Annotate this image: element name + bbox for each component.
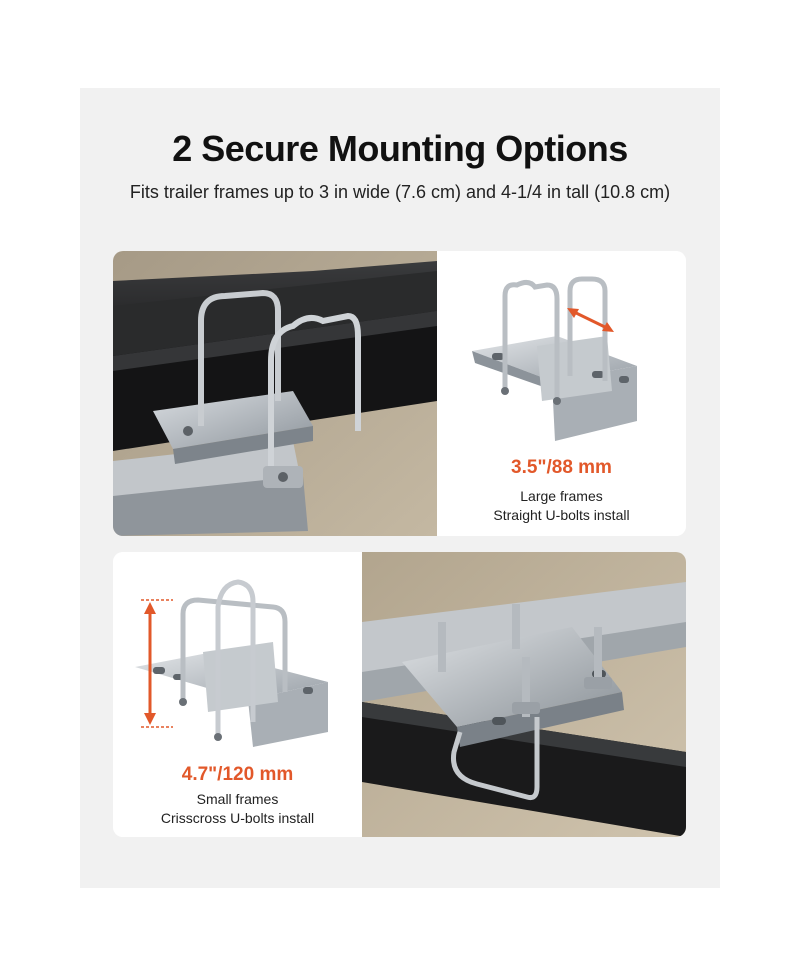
diagram-crisscross-ubolts: 4.7"/120 mm Small frames Crisscross U-bo… xyxy=(113,552,362,837)
diagram-straight-ubolts: 3.5"/88 mm Large frames Straight U-bolts… xyxy=(437,251,686,536)
measurement-small: 4.7"/120 mm xyxy=(181,764,294,785)
mounting-option-large-frames: 3.5"/88 mm Large frames Straight U-bolts… xyxy=(113,251,686,536)
mounting-option-small-frames: 4.7"/120 mm Small frames Crisscross U-bo… xyxy=(113,552,686,837)
page-title: 2 Secure Mounting Options xyxy=(172,128,628,169)
height-arrow-icon xyxy=(141,599,173,728)
frame-size-small: Small frames xyxy=(196,791,279,807)
trailer-frame-photo xyxy=(362,552,686,837)
install-type-crisscross: Crisscross U-bolts install xyxy=(160,810,315,826)
width-arrow-icon xyxy=(567,308,614,332)
page-subtitle: Fits trailer frames up to 3 in wide (7.6… xyxy=(129,182,671,202)
install-type-straight: Straight U-bolts install xyxy=(493,507,630,523)
photo-crisscross-install xyxy=(362,552,686,837)
trailer-frame-photo xyxy=(113,251,437,536)
measurement-large: 3.5"/88 mm xyxy=(511,457,612,478)
frame-size-large: Large frames xyxy=(520,488,603,504)
bracket-diagram xyxy=(135,579,328,747)
photo-straight-install xyxy=(113,251,437,536)
bracket-diagram xyxy=(472,276,637,441)
